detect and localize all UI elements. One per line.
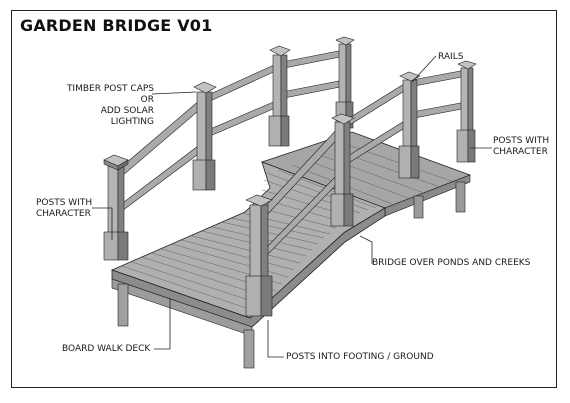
label-posts-right: POSTS WITH CHARACTER [493, 136, 549, 158]
label-footing: POSTS INTO FOOTING / GROUND [286, 352, 434, 362]
front-left-footing-post [117, 283, 129, 327]
label-posts-left-line1: POSTS WITH [36, 198, 93, 208]
left-rails [117, 49, 346, 212]
label-post-caps-line2: ADD SOLAR LIGHTING [100, 106, 154, 127]
front-right-footing-post [243, 329, 255, 369]
right-rails [261, 69, 468, 257]
label-posts-left: POSTS WITH CHARACTER [36, 198, 92, 220]
label-posts-right-line1: POSTS WITH [493, 136, 550, 146]
label-bridge: BRIDGE OVER PONDS AND CREEKS [372, 258, 531, 268]
label-post-caps: TIMBER POST CAPS OR ADD SOLAR LIGHTING [60, 84, 154, 128]
far-footing-post-2 [413, 195, 424, 219]
label-deck: BOARD WALK DECK [62, 344, 151, 354]
right-posts [245, 60, 477, 317]
far-footing-post [455, 181, 466, 213]
label-posts-right-line2: CHARACTER [493, 147, 548, 157]
label-posts-left-line2: CHARACTER [36, 209, 91, 219]
leader-lines [92, 55, 492, 358]
page-title: GARDEN BRIDGE V01 [20, 16, 213, 35]
label-post-caps-line1: TIMBER POST CAPS OR [66, 84, 154, 105]
label-rails: RAILS [438, 52, 464, 62]
